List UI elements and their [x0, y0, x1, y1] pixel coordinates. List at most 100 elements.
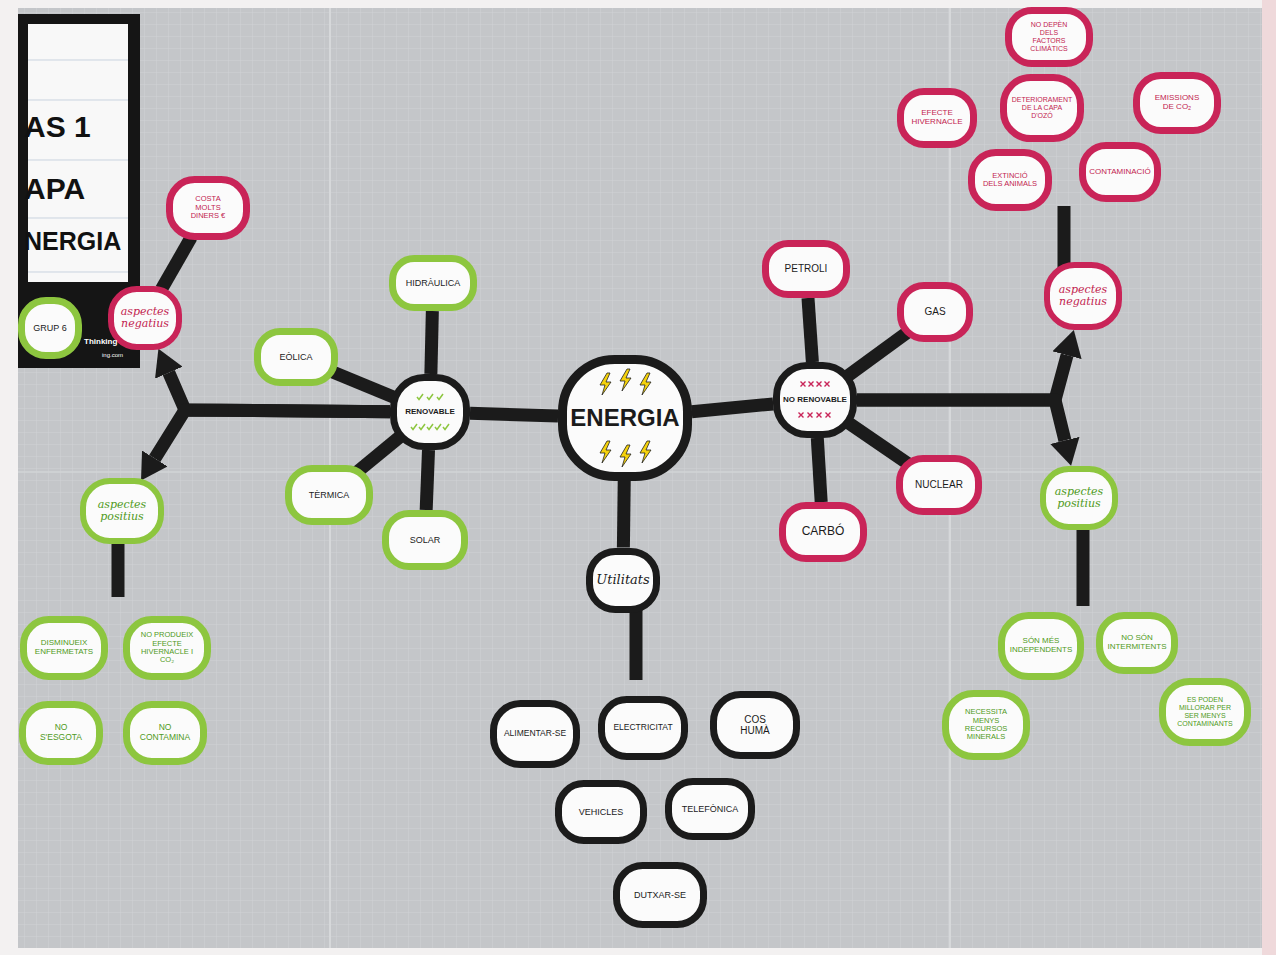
node-label: DETERIORAMENT DE LA CAPA D'OZÓ	[1011, 96, 1073, 119]
connector-line	[426, 450, 428, 510]
connector-line	[617, 481, 631, 548]
topic-oval: HIDRÀULICA	[389, 255, 477, 311]
node-label: GRUP 6	[28, 323, 72, 333]
central-circle: ENERGIA	[558, 355, 692, 481]
brand-text: ing.com	[102, 352, 123, 359]
topic-oval: EÒLICA	[254, 328, 338, 386]
use-oval: COS HUMÀ	[710, 691, 800, 759]
use-oval: ALIMENTAR-SE	[490, 700, 580, 768]
node-border	[777, 366, 854, 435]
node-border	[1163, 682, 1248, 743]
node-label: aspectes negatius	[117, 306, 173, 331]
node-label: NUCLEAR	[906, 479, 972, 490]
node-label: VEHICLES	[566, 807, 636, 817]
topic-oval: CARBÓ	[779, 502, 867, 562]
node-border	[1100, 616, 1175, 671]
node-border	[394, 378, 467, 447]
node-border	[602, 700, 685, 757]
use-oval: DUTXAR-SE	[613, 862, 707, 928]
node-border	[393, 259, 474, 308]
node-label: ALIMENTAR-SE	[498, 729, 572, 739]
node-border	[617, 866, 704, 925]
node-border	[1047, 265, 1119, 327]
node-border	[590, 551, 657, 609]
node-border	[127, 620, 208, 677]
aspect-circle: aspectes positius	[1040, 466, 1118, 530]
topic-oval: NECESSITA MENYS RECURSOS MINERALS	[942, 690, 1030, 760]
cross-mark	[817, 382, 822, 387]
node-border	[23, 705, 100, 762]
node-label: GAS	[907, 306, 963, 317]
lightning-bolt	[640, 373, 651, 395]
connector-line	[808, 298, 812, 362]
connector-line	[470, 413, 558, 416]
topic-oval: DISMINUEIX ENFERMETATS	[20, 616, 108, 680]
ruled-line	[28, 218, 128, 219]
node-label: EFECTE HIVERNACLE	[910, 109, 964, 127]
aspect-circle: aspectes negatius	[1044, 262, 1122, 330]
tick-mark	[411, 424, 417, 430]
node-label: NO SÓN INTERMITENTS	[1107, 634, 1168, 652]
topic-oval: NO DEPÈN DELS FACTORS CLIMÀTICS	[1005, 7, 1093, 67]
lightning-bolt	[600, 441, 611, 463]
aspect-circle: aspectes negatius	[108, 286, 182, 350]
node-label: HIDRÀULICA	[398, 278, 468, 288]
cross-mark	[809, 382, 814, 387]
topic-oval: ES PODEN MILLORAR PER SER MENYS CONTAMIN…	[1159, 678, 1251, 746]
topic-oval: NO SÓN INTERMITENTS	[1096, 612, 1178, 674]
node-border	[1083, 146, 1158, 199]
node-label: aspectes negatius	[1055, 284, 1111, 309]
node-label: DISMINUEIX ENFERMETATS	[34, 639, 94, 657]
node-border	[901, 92, 974, 145]
cross-mark	[817, 413, 822, 418]
use-oval: ELECTRICITAT	[598, 696, 688, 760]
node-border	[386, 514, 465, 567]
node-label: EMISSIONS DE CO₂	[1149, 94, 1205, 112]
node-border	[1043, 469, 1115, 527]
node-border	[900, 459, 979, 512]
node-label: PETROLI	[771, 263, 841, 274]
node-label: NO S'ESGOTA	[33, 723, 89, 742]
use-oval: VEHICLES	[555, 780, 647, 844]
connector-line	[692, 404, 774, 412]
node-border	[972, 153, 1049, 208]
topic-oval: NO S'ESGOTA	[19, 701, 103, 765]
ruled-line	[28, 272, 128, 273]
ruled-line	[28, 100, 128, 101]
lightning-bolt	[620, 445, 631, 467]
node-label: COS HUMÀ	[730, 714, 780, 736]
node-border	[783, 506, 864, 559]
tick-mark	[427, 394, 433, 400]
panel-title: APA	[24, 172, 85, 205]
topic-oval: NO PRODUEIX EFECTE HIVERNACLE I CO₂	[123, 616, 211, 680]
node-border	[258, 332, 335, 383]
topic-oval: EFECTE HIVERNACLE	[897, 88, 977, 148]
node-label: COSTA MOLTS DINERS €	[182, 195, 234, 220]
group-badge: GRUP 6	[18, 297, 82, 359]
category-circle: NO RENOVABLE	[773, 362, 857, 438]
node-label: TELEFÒNICA	[675, 804, 745, 814]
node-label: EÒLICA	[263, 352, 329, 362]
node-label: NO DEPÈN DELS FACTORS CLIMÀTICS	[1023, 21, 1075, 52]
node-border	[946, 694, 1027, 757]
topic-oval: GAS	[897, 282, 973, 342]
topic-oval: PETROLI	[762, 240, 850, 298]
brand-text: Thinking	[84, 338, 117, 347]
topic-oval: COSTA MOLTS DINERS €	[166, 176, 250, 240]
use-oval: TELEFÒNICA	[665, 778, 755, 840]
node-border	[24, 620, 105, 677]
node-border	[559, 784, 644, 841]
node-border	[669, 782, 752, 837]
tick-mark	[443, 424, 449, 430]
node-label: ES PODEN MILLORAR PER SER MENYS CONTAMIN…	[1174, 696, 1236, 727]
topic-oval: SÓN MÉS INDEPENDENTS	[998, 612, 1084, 680]
node-border	[111, 289, 179, 347]
node-label: RENOVABLE	[399, 408, 461, 417]
aspect-circle: aspectes positius	[80, 478, 164, 544]
node-border	[1004, 78, 1081, 139]
lightning-bolt	[600, 373, 611, 395]
connector-line	[817, 438, 821, 502]
connector-line	[431, 311, 432, 374]
